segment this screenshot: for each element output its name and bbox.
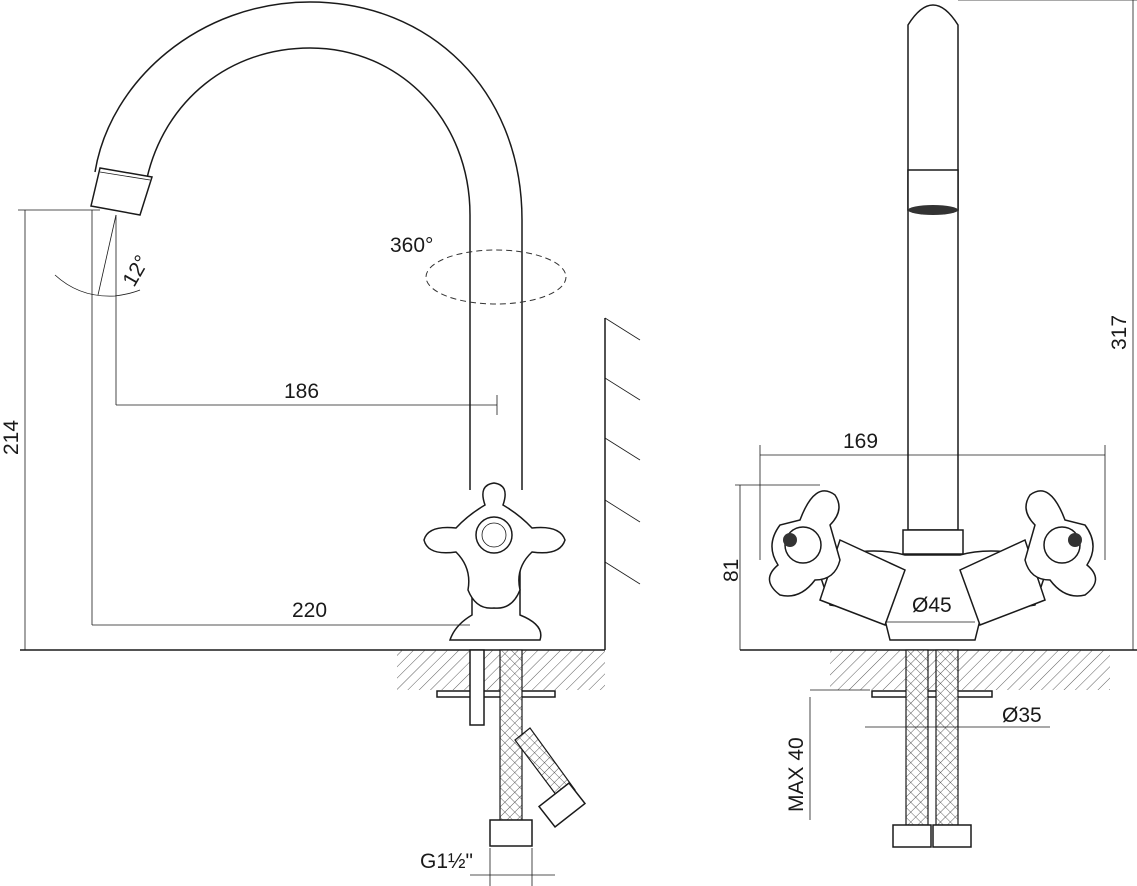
spout-nozzle xyxy=(90,167,153,216)
depth-dimension: 220 xyxy=(292,599,327,622)
width-dimension: 169 xyxy=(843,430,878,453)
base-diameter-dimension: Ø45 xyxy=(912,594,952,617)
total-height-dimension: 317 xyxy=(1108,315,1131,350)
reach-dimension: 186 xyxy=(284,380,319,403)
spout xyxy=(94,1,523,490)
thread-dimension: G1½" xyxy=(420,850,473,873)
front-view: 317 169 81 Ø45 Ø35 MAX 40 xyxy=(720,0,1137,848)
vertical-spout xyxy=(907,4,959,531)
left-handle xyxy=(768,490,841,597)
right-handle xyxy=(1024,490,1097,597)
rotation-indicator xyxy=(425,249,567,305)
wall-hatch xyxy=(604,317,641,585)
side-view: 360° 12° 18 xyxy=(0,1,641,886)
rotation-label: 360° xyxy=(390,234,433,257)
hole-diameter-dimension: Ø35 xyxy=(1002,704,1042,727)
countertop-section-front xyxy=(830,650,1110,690)
angle-label: 12° xyxy=(118,251,154,290)
side-dimensions xyxy=(18,209,555,886)
spout-height-dimension: 214 xyxy=(0,420,23,455)
front-dimensions xyxy=(735,0,1137,820)
handle-height-dimension: 81 xyxy=(720,559,743,582)
max-thickness-dimension: MAX 40 xyxy=(785,737,808,812)
